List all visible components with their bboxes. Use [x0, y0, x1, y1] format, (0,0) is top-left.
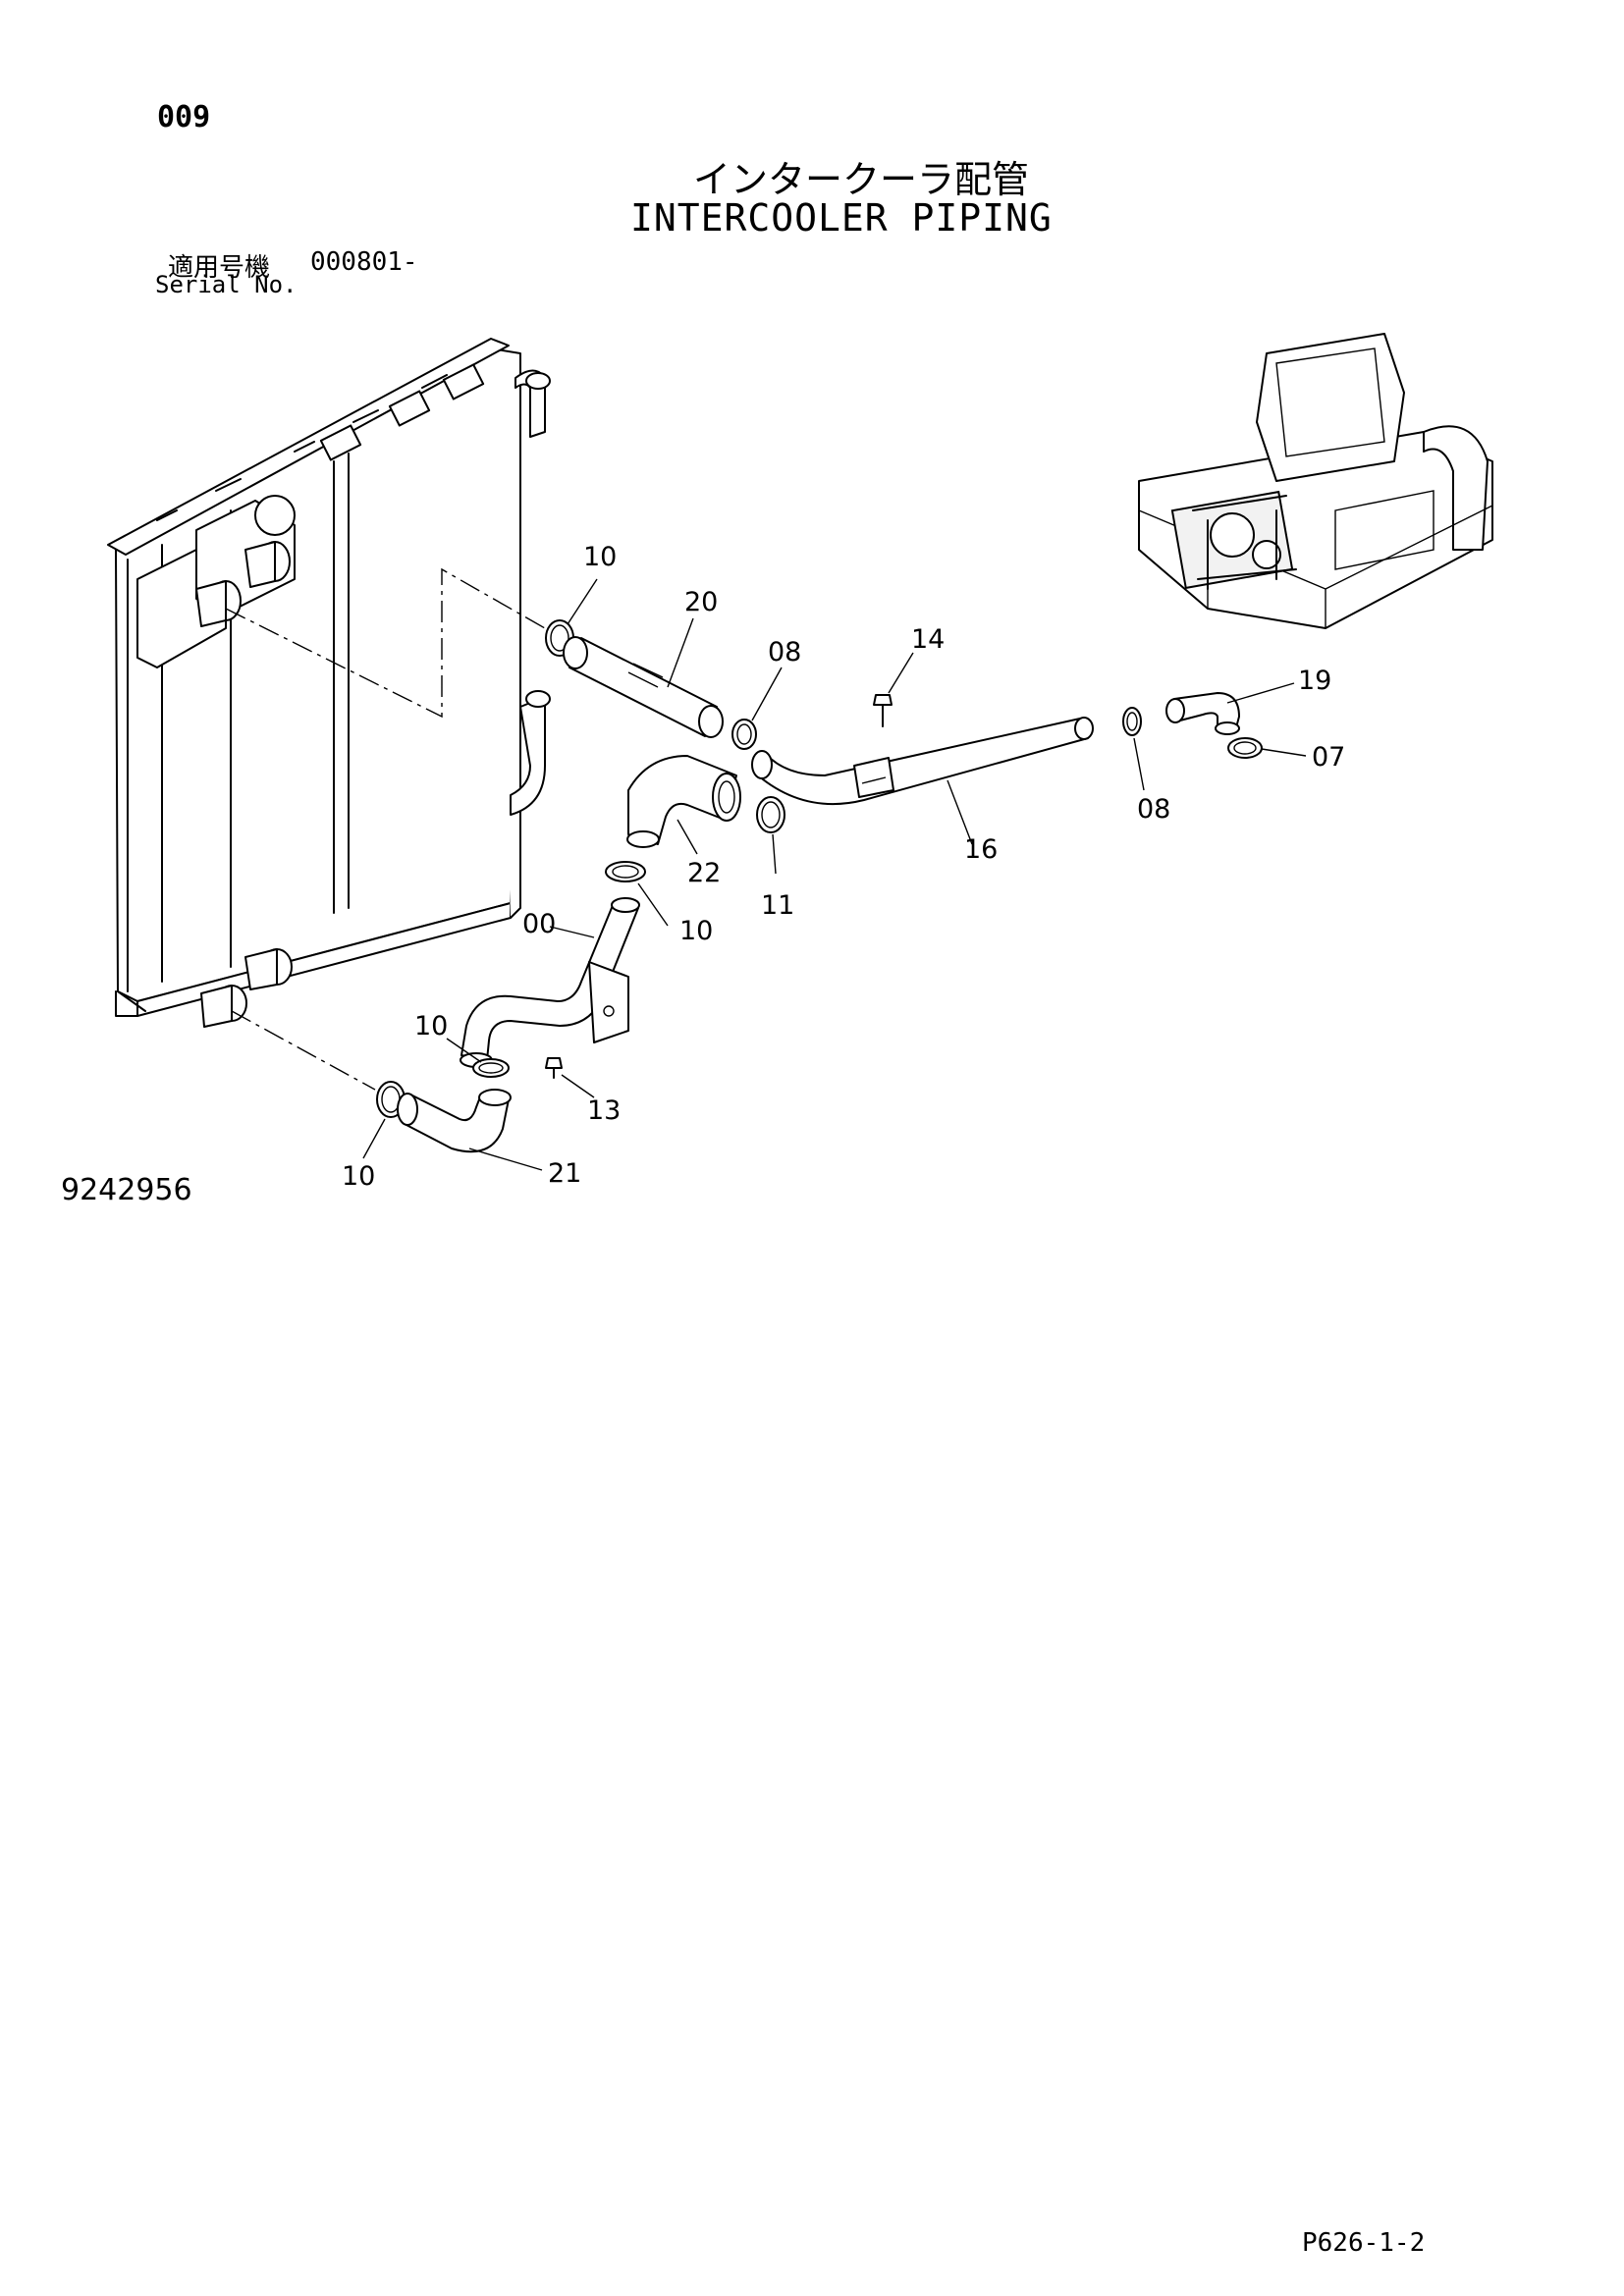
callout-14: 14 — [911, 624, 945, 655]
leader-line-lower — [231, 1010, 376, 1091]
machine-location-thumbnail — [1138, 333, 1493, 629]
part-14-bolt — [873, 694, 893, 727]
part-20-straight-hose — [563, 636, 724, 738]
callout-16: 16 — [964, 834, 998, 865]
callout-leaders — [362, 578, 1307, 1171]
part-13-bolt — [545, 1057, 563, 1079]
callout-11: 11 — [761, 890, 794, 921]
title-japanese: インタークーラ配管 — [693, 158, 1030, 201]
leader-line-upper — [225, 567, 546, 719]
part-16-metal-pipe — [751, 717, 1094, 806]
callout-13: 13 — [587, 1095, 621, 1126]
callout-21: 21 — [548, 1158, 581, 1189]
part-07-clamp — [1227, 737, 1263, 759]
serial-label-english: Serial No. — [155, 271, 298, 298]
page-reference: P626-1-2 — [1302, 2228, 1426, 2258]
part-10-clamp-mid — [605, 861, 646, 882]
callout-10-bottom: 10 — [342, 1161, 375, 1192]
radiator-core — [107, 338, 551, 1028]
part-10-clamp-low — [472, 1058, 510, 1078]
callout-19: 19 — [1298, 666, 1331, 696]
callout-10-mid: 10 — [679, 916, 713, 946]
part-22-elbow-hose — [626, 755, 741, 848]
serial-number-value: 000801- — [310, 247, 418, 277]
callout-22: 22 — [687, 858, 721, 888]
part-11-clamp — [756, 796, 785, 833]
callout-07: 07 — [1312, 742, 1345, 773]
callout-10-top: 10 — [583, 542, 617, 572]
part-19-elbow-hose — [1165, 692, 1240, 735]
callout-10-low: 10 — [414, 1011, 448, 1041]
callout-08-right: 08 — [1137, 794, 1170, 825]
figure-id: 9242956 — [61, 1173, 192, 1207]
callout-08-left: 08 — [768, 637, 801, 667]
part-08-clamp-left — [731, 719, 757, 750]
serial-label-japanese: 適用号機 — [168, 253, 271, 283]
title-english: INTERCOOLER PIPING — [630, 196, 1053, 240]
part-21-elbow-hose — [397, 1089, 512, 1153]
callout-20: 20 — [684, 587, 718, 617]
part-08-clamp-right — [1122, 707, 1142, 736]
callout-00: 00 — [522, 909, 556, 939]
page-number: 009 — [157, 100, 211, 134]
